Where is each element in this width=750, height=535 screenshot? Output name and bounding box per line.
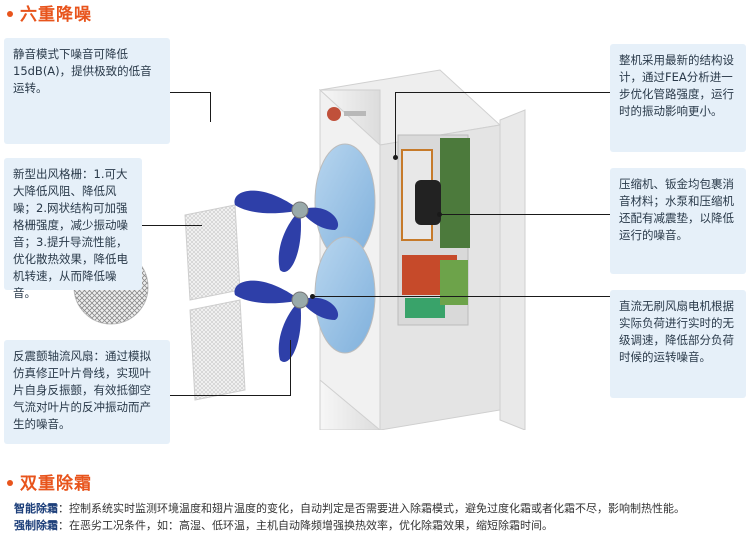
leader-dot-icon (437, 212, 442, 217)
callout-compressor-text: 压缩机、钣金均包裹消音材料；水泵和压缩机还配有减震垫，以降低运行的噪音。 (619, 177, 734, 242)
defrost-strong-label: 强制除霜 (14, 519, 58, 532)
callout-fan: 反震颤轴流风扇：通过模拟仿真修正叶片骨线，实现叶片自身反振颤，有效抵御空气流对叶… (4, 340, 170, 444)
defrost-smart-label: 智能除霜 (14, 502, 58, 515)
grille-panels (184, 204, 246, 401)
leader-line (290, 340, 291, 396)
leader-line (440, 214, 610, 215)
internal-components (397, 134, 470, 326)
section-title-defrost-text: 双重除霜 (20, 474, 92, 494)
leader-line (170, 395, 290, 396)
section-title-noise-text: 六重降噪 (20, 5, 92, 25)
defrost-strong-text: ：在恶劣工况条件，如：高湿、低环温，主机自动降频增强换热效率，优化除霜效果，缩短… (58, 519, 553, 532)
bullet-dot-icon (7, 10, 13, 17)
callout-structure-text: 整机采用最新的结构设计，通过FEA分析进一步优化管路强度，运行时的振动影响更小。 (619, 53, 734, 118)
callout-quiet-mode: 静音模式下噪音可降低15dB(A)，提供极致的低音运转。 (4, 38, 170, 144)
leader-line (312, 296, 610, 297)
callout-motor: 直流无刷风扇电机根据实际负荷进行实时的无级调速，降低部分负荷时候的运转噪音。 (610, 290, 746, 398)
defrost-smart-text: ：控制系统实时监测环境温度和翅片温度的变化，自动判定是否需要进入除霜模式，避免过… (58, 502, 685, 515)
callout-compressor: 压缩机、钣金均包裹消音材料；水泵和压缩机还配有减震垫，以降低运行的噪音。 (610, 168, 746, 274)
callout-motor-text: 直流无刷风扇电机根据实际负荷进行实时的无级调速，降低部分负荷时候的运转噪音。 (619, 299, 734, 364)
leader-line (395, 92, 396, 157)
unit-exploded-illustration (184, 69, 526, 430)
section-title-noise: 六重降噪 (4, 2, 92, 28)
leader-line (395, 92, 610, 93)
callout-fan-text: 反震颤轴流风扇：通过模拟仿真修正叶片骨线，实现叶片自身反振颤，有效抵御空气流对叶… (13, 349, 151, 431)
defrost-strong-row: 强制除霜：在恶劣工况条件，如：高湿、低环温，主机自动降频增强换热效率，优化除霜效… (14, 518, 553, 534)
section-title-defrost: 双重除霜 (4, 471, 92, 497)
leader-line (210, 92, 211, 122)
callout-quiet-mode-text: 静音模式下噪音可降低15dB(A)，提供极致的低音运转。 (13, 47, 152, 95)
callout-structure: 整机采用最新的结构设计，通过FEA分析进一步优化管路强度，运行时的振动影响更小。 (610, 44, 746, 152)
leader-dot-icon (310, 294, 315, 299)
leader-dot-icon (393, 155, 398, 160)
compressor-icon (415, 180, 441, 225)
leader-line (170, 92, 210, 93)
callout-grille: 新型出风格栅：1.可大大降低风阻、降低风噪；2.网状结构可加强格栅强度，减少振动… (4, 158, 142, 300)
leader-line (142, 225, 202, 226)
fan-openings (314, 143, 376, 354)
axial-fan-icon (234, 190, 339, 362)
callout-grille-text: 新型出风格栅：1.可大大降低风阻、降低风噪；2.网状结构可加强格栅强度，减少振动… (13, 167, 128, 300)
brand-logo-icon (327, 107, 341, 121)
defrost-smart-row: 智能除霜：控制系统实时监测环境温度和翅片温度的变化，自动判定是否需要进入除霜模式… (14, 501, 685, 517)
bullet-dot-icon (7, 479, 13, 486)
side-panel (499, 109, 526, 430)
